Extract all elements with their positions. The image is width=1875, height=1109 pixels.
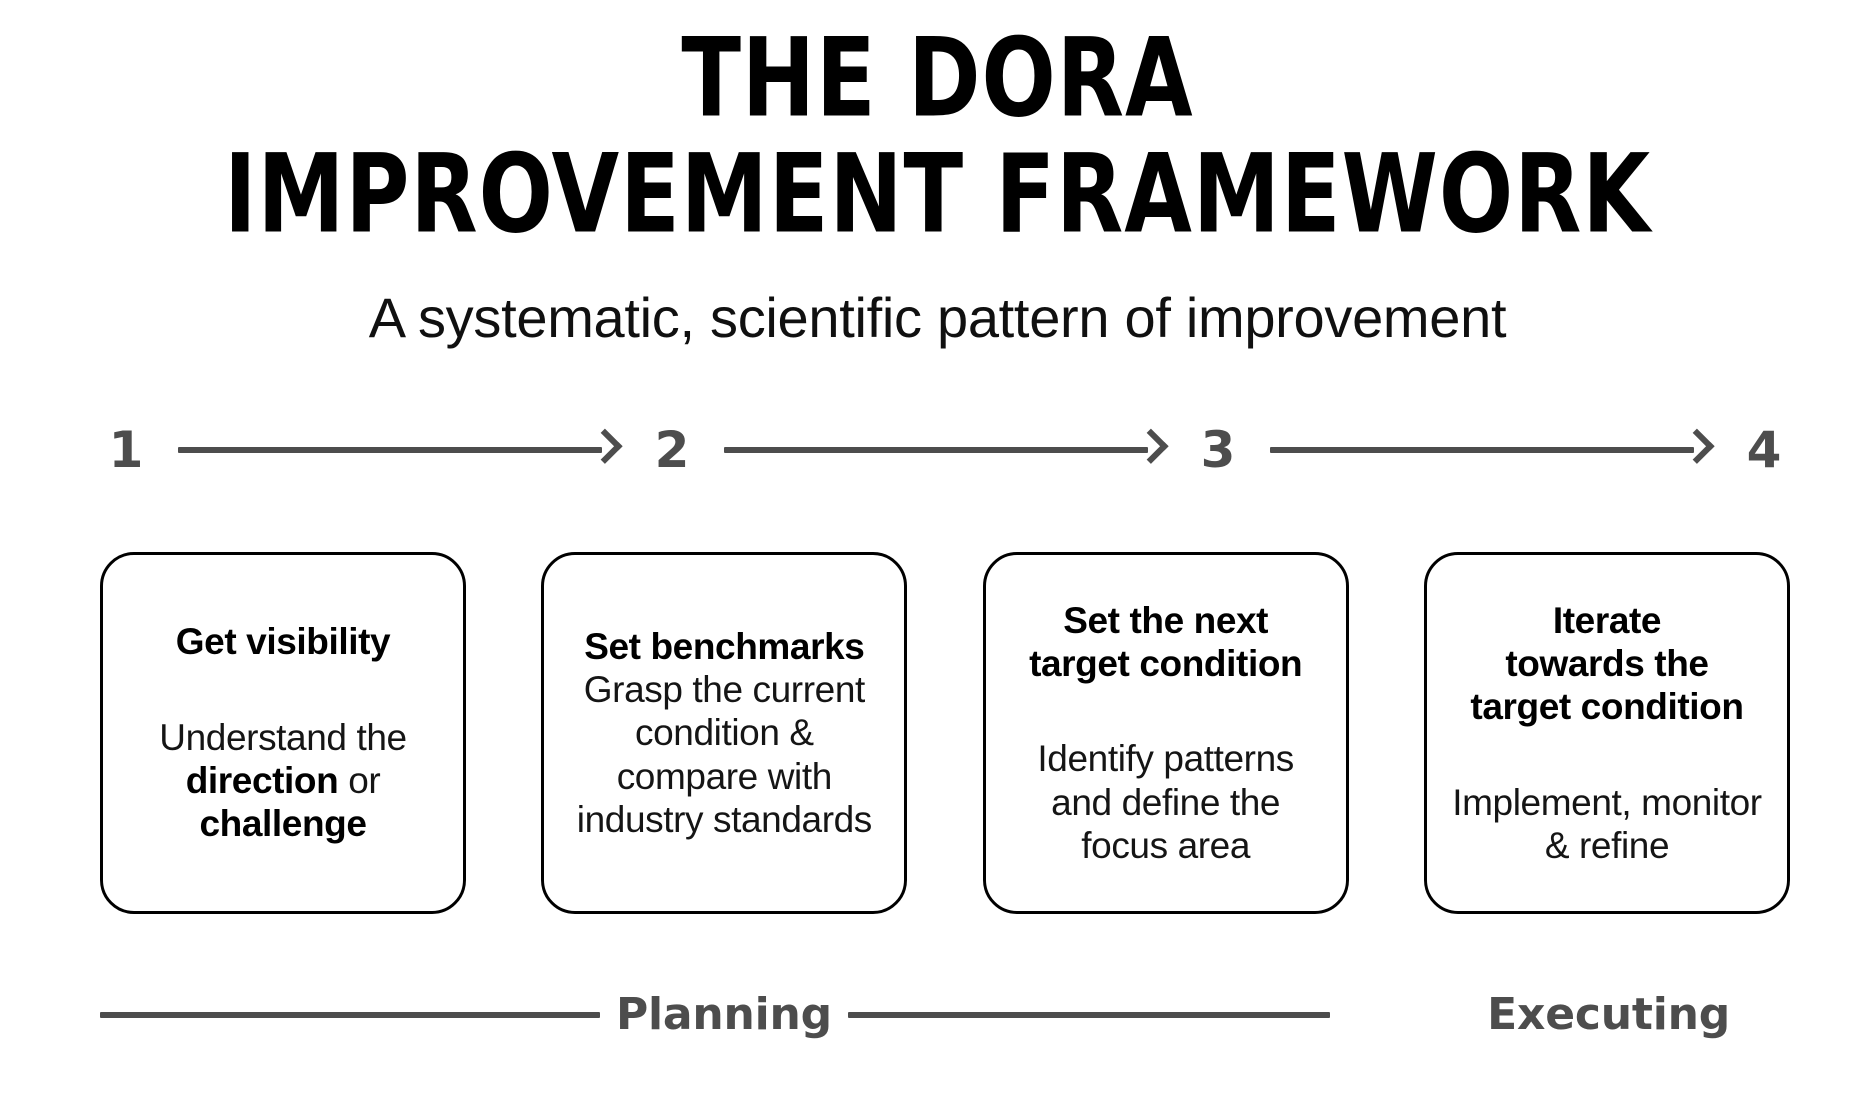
step-cards: Get visibility Understand the direction … [100, 552, 1790, 914]
body-text-segment: Understand the [159, 716, 407, 758]
step-card-3-body: Identify patterns and define the focus a… [1037, 738, 1294, 866]
step-number-1: 1 [108, 421, 144, 479]
page-title: THE DORA IMPROVEMENT FRAMEWORK [47, 0, 1828, 254]
body-text-segment: or [338, 760, 381, 801]
step-card-3: Set the next target condition Identify p… [982, 552, 1349, 914]
step-card-1-body: Understand the direction or challenge [121, 716, 445, 846]
step-card-3-heading-line-1: Set the next [1063, 599, 1269, 641]
page-title-line-1: THE DORA [681, 15, 1194, 142]
body-emphasis-challenge: challenge [199, 803, 367, 845]
step-card-4-body: Implement, monitor & refine [1452, 781, 1762, 866]
step-card-4: Iterate towards the target condition Imp… [1423, 552, 1790, 914]
step-card-4-heading-line-3: target condition [1470, 686, 1744, 728]
arrow-right-icon-3 [1270, 428, 1715, 467]
arrow-head [1679, 428, 1715, 464]
step-card-3-heading: Set the next target condition [1029, 599, 1303, 686]
step-card-4-heading-line-1: Iterate [1552, 599, 1662, 641]
body-emphasis-direction: direction [185, 760, 339, 801]
step-number-4: 4 [1746, 421, 1782, 479]
arrow-right-icon-1 [178, 428, 623, 467]
step-card-4-heading-line-2: towards the [1505, 643, 1709, 685]
step-card-1-heading: Get visibility [175, 621, 391, 663]
phase-label-planning: Planning [616, 989, 832, 1040]
step-number-3: 3 [1200, 421, 1236, 479]
arrow-right-icon-2 [724, 428, 1169, 467]
phase-line-left [100, 1012, 600, 1018]
step-card-1: Get visibility Understand the direction … [100, 552, 466, 914]
step-number-2: 2 [654, 421, 690, 479]
arrow-shaft [178, 447, 602, 453]
step-sequence: 1 2 3 4 [100, 415, 1790, 485]
arrow-head [587, 428, 623, 464]
step-card-3-heading-line-2: target condition [1029, 643, 1303, 685]
page-subtitle: A systematic, scientific pattern of impr… [368, 285, 1507, 349]
arrow-shaft [1270, 447, 1694, 453]
step-card-4-heading: Iterate towards the target condition [1470, 599, 1744, 729]
arrow-head [1133, 428, 1169, 464]
phase-line-right [847, 1012, 1330, 1018]
step-card-2-heading: Set benchmarks [584, 625, 865, 667]
page-title-line-2: IMPROVEMENT FRAMEWORK [223, 131, 1652, 258]
phase-bracket-row: Planning Executing [100, 985, 1790, 1045]
arrow-shaft [724, 447, 1148, 453]
phase-label-executing: Executing [1487, 989, 1730, 1040]
step-card-2: Set benchmarks Grasp the current conditi… [541, 552, 908, 914]
step-card-2-body: Grasp the current condition & compare wi… [576, 669, 873, 840]
header: THE DORA IMPROVEMENT FRAMEWORK A systema… [0, 0, 1875, 348]
